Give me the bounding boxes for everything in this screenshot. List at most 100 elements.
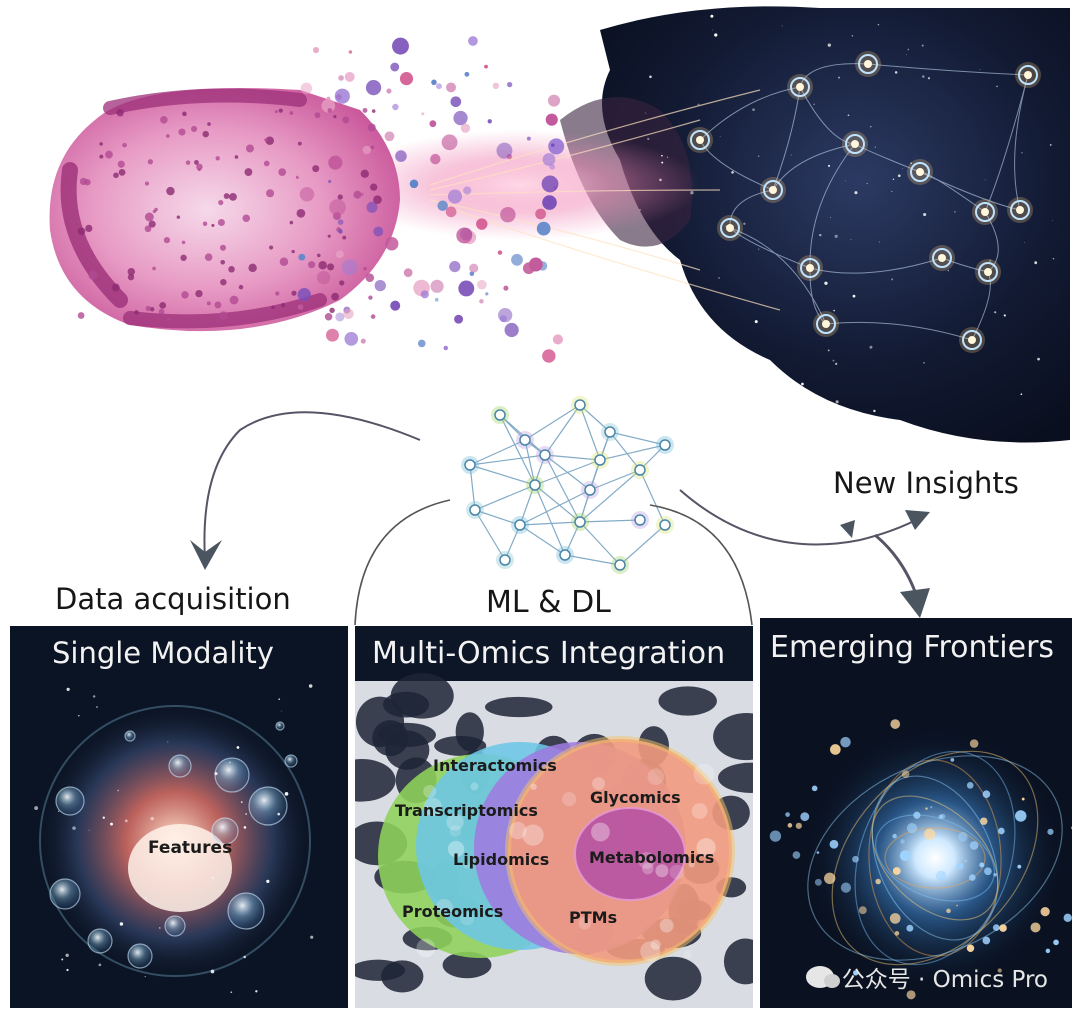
tissue-nucleus [365,273,375,283]
network-link [809,257,943,274]
tissue-nucleus [245,144,254,153]
star-dot [989,259,992,262]
ml-link [524,439,536,486]
star-dot [719,136,721,137]
star-dot [922,75,925,78]
omics-organelle [530,783,537,791]
star-dot [1003,314,1006,317]
tissue-nucleus [166,186,175,196]
network-link [699,86,801,141]
ml-link [474,509,506,561]
omics-organelle [423,797,443,817]
omics-organelle [590,822,610,842]
tissue-nucleus [220,278,227,286]
star-dot [649,75,652,79]
tissue-nucleus [176,215,181,219]
tissue-nucleus [367,123,376,132]
tissue-nucleus [215,156,220,161]
tissue-nucleus [370,145,375,150]
ml-link [564,521,581,556]
ml-link [639,444,666,471]
network-link [799,86,856,145]
galaxy-dot [906,990,916,1000]
tissue-nucleus [279,257,289,266]
particle [430,279,444,293]
omics-organelle [659,918,674,933]
ml-link [524,404,581,441]
galaxy-dot [982,790,991,799]
star-dot [954,211,956,213]
ml-node [634,464,646,476]
ml-link [579,519,641,523]
ml-link [499,414,536,486]
omics-label-proteomics: Proteomics [402,902,504,921]
omics-label-interactomics: Interactomics [433,756,557,775]
particle [390,62,400,72]
vesicle-bubble [211,817,239,845]
ml-link [579,404,611,433]
star-dot [1020,393,1023,396]
star-dot [66,968,69,972]
tissue-nucleus [275,291,280,296]
arrow-to-new-insights [679,489,926,546]
galaxy-dot [993,873,997,877]
star-dot [92,695,96,698]
network-node [769,186,777,194]
star-dot [754,320,758,324]
star-dot [947,269,949,272]
star-dot [894,71,898,74]
omics-label-ptms: PTMs [569,908,618,927]
star-dot [827,43,831,47]
star-dot [159,927,161,929]
galaxy-dot [1017,864,1022,869]
star-dot [236,746,240,749]
galaxy-dot [935,870,947,882]
particle [385,237,399,251]
omics-organelle [447,840,465,858]
galaxy-dot [966,782,974,789]
tissue-nucleus [194,159,199,165]
tissue-nucleus [274,110,278,114]
tissue-nucleus [228,266,235,273]
ml-link [519,521,581,526]
tissue-nucleus [166,318,170,322]
tissue-nucleus [331,292,340,301]
particle [395,150,407,162]
tissue-nucleus [219,244,227,251]
wechat-icon [805,966,840,988]
particle [437,200,448,211]
galaxy-dot [875,878,881,885]
cell-web-hole [390,673,454,719]
particle [392,37,409,55]
galaxy-dot [894,931,900,936]
single-modality-panel: Single Modality Features [10,626,348,1008]
tissue-nucleus [204,253,213,261]
particle [499,315,507,323]
network-node-ring [910,162,930,182]
star-dot [119,922,124,926]
tissue-nucleus [158,308,165,315]
particle [328,179,332,184]
tissue-nucleus [217,218,225,227]
cell-web-hole [484,696,553,718]
particle [464,71,470,77]
particle [443,345,448,351]
ml-dl-network-icon [461,396,674,574]
tissue-nucleus [342,116,350,124]
star-dot [927,77,931,80]
tissue-nucleus [196,163,203,171]
network-node-ring [975,202,995,222]
tissue-nucleus [148,220,156,228]
particle [545,113,558,126]
particle [535,208,546,220]
star-dot [869,345,873,349]
orbit-ring [831,750,1039,966]
tissue-nucleus [182,111,187,117]
network-node [696,136,704,144]
star-dot [308,684,313,688]
tissue-nucleus [327,234,331,238]
arrowhead-icon [840,520,855,538]
tissue-nucleus [79,177,88,186]
star-dot [280,710,282,712]
galaxy-dot [957,832,968,842]
